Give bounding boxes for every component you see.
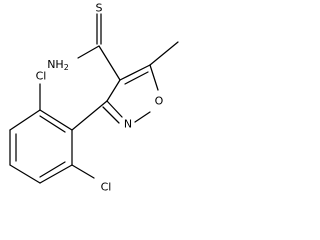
atom-labels: S NH2 N O Cl Cl (36, 2, 164, 194)
chemical-structure: S NH2 N O Cl Cl (9, 2, 179, 194)
atom-amine-main: NH (47, 58, 64, 71)
bond-c5-o (149, 64, 159, 91)
bond-ph-cl-bottom (71, 164, 95, 179)
bond-c4-c5-inner (124, 71, 149, 85)
atom-chlorine-top: Cl (36, 70, 47, 83)
bond-c5-methyl (149, 41, 179, 66)
bonds (9, 13, 179, 184)
bond-n-c3-inner (102, 106, 120, 124)
bond-c4-c5 (119, 64, 151, 81)
bond-c3-c4 (106, 79, 121, 102)
atom-ring-oxygen: O (155, 95, 164, 108)
bond-c-c4 (98, 45, 121, 81)
bond-ph4-ph5 (9, 164, 41, 184)
bond-o-n (134, 111, 151, 123)
atom-ring-nitrogen: N (124, 118, 132, 131)
bond-ph-inner-a (39, 115, 66, 133)
bond-ph2-ph3 (9, 109, 41, 131)
atom-amine-subscript: 2 (64, 63, 69, 72)
atom-chlorine-bottom: Cl (101, 181, 112, 194)
atom-sulfur: S (96, 2, 103, 15)
bond-ph1-ph2 (39, 109, 73, 131)
bond-ph5-ph6 (39, 164, 73, 184)
bond-n-c3 (106, 100, 123, 118)
bond-ph-inner-c (39, 161, 66, 178)
atom-amine: NH2 (47, 58, 69, 72)
bond-c-nh2 (77, 45, 100, 59)
bond-c3-phenyl (71, 100, 108, 131)
